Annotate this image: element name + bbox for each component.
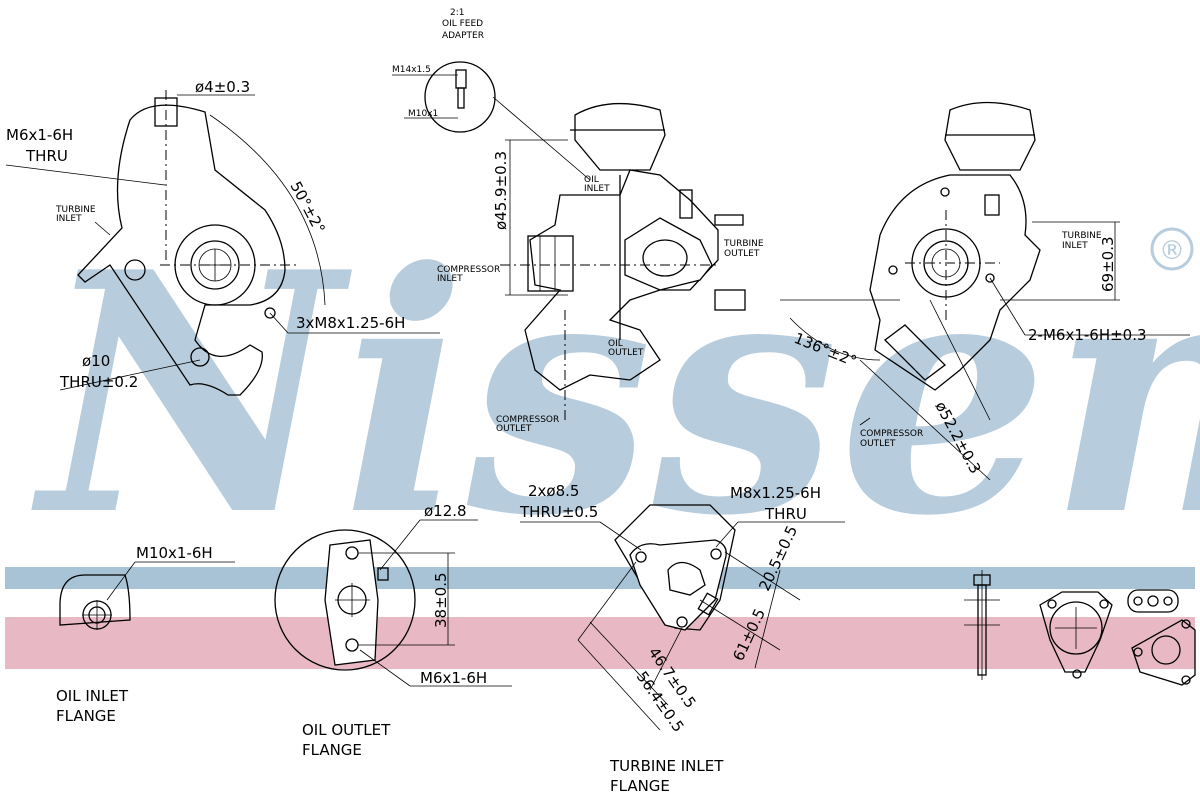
compressor-inlet-label-1: COMPRESSOR	[437, 265, 500, 275]
bolt-label: 3xM8x1.25-6H	[296, 314, 405, 332]
right-turbine-inlet-2: INLET	[1062, 241, 1088, 251]
oil-outlet-flange: ø12.8 38±0.5 M6x1-6H OIL OUTLET FLANGE	[274, 502, 512, 759]
oil-outlet-hole-label: ø12.8	[424, 502, 467, 520]
oil-inlet-label-1: OIL	[584, 175, 599, 185]
hole-bottom-label: ø10	[82, 352, 110, 370]
turbine-inlet-label-2: INLET	[56, 214, 82, 224]
oil-outlet-label-1: OIL	[608, 339, 623, 349]
bolt-part	[964, 570, 1000, 680]
turbine-flange-title-1: TURBINE INLET	[609, 757, 724, 775]
oil-outlet-dim-label: 38±0.5	[432, 572, 450, 628]
turbine-gasket	[1039, 591, 1113, 679]
compressor-inlet-label-2: INLET	[437, 274, 463, 284]
oil-outlet-thread-label: M6x1-6H	[420, 669, 487, 687]
oil-outlet-label-2: OUTLET	[608, 348, 644, 358]
turbine-holes-thru-label: THRU±0.5	[519, 503, 598, 521]
blue-band	[5, 567, 1195, 589]
thread-m10-label: M10x1	[408, 109, 438, 119]
oil-outlet-title-2: FLANGE	[302, 741, 362, 759]
turbine-holes-label: 2xø8.5	[528, 482, 579, 500]
right-thread-label: 2-M6x1-6H±0.3	[1028, 326, 1147, 344]
turbine-flange-title-2: FLANGE	[610, 777, 670, 795]
compressor-outlet-label-1: COMPRESSOR	[496, 415, 559, 425]
adapter-title-3: ADAPTER	[442, 31, 484, 41]
right-compressor-outlet-2: OUTLET	[860, 439, 896, 449]
oil-inlet-thread-label: M10x1-6H	[136, 544, 213, 562]
oil-inlet-flange: M10x1-6H OIL INLET FLANGE	[56, 544, 235, 725]
turbine-thread-thru-label: THRU	[764, 505, 807, 523]
oil-inlet-label-2: INLET	[584, 184, 610, 194]
hole-bottom-thru-label: THRU±0.2	[59, 373, 138, 391]
oil-inlet-title-2: FLANGE	[56, 707, 116, 725]
turbine-inlet-label-1: TURBINE	[55, 205, 96, 215]
compressor-outlet-label-2: OUTLET	[496, 424, 532, 434]
adapter-title-2: OIL FEED	[442, 19, 483, 29]
right-compressor-outlet-1: COMPRESSOR	[860, 429, 923, 439]
thread-label: M6x1-6H	[6, 126, 73, 144]
thread-thru-label: THRU	[25, 147, 68, 165]
oil-inlet-title-1: OIL INLET	[56, 687, 129, 705]
outlet-gasket	[1131, 619, 1196, 686]
center-dim-label: ø45.9±0.3	[492, 151, 510, 230]
oil-outlet-title-1: OIL OUTLET	[302, 721, 391, 739]
height-dim-label: 69±0.3	[1099, 236, 1117, 292]
turbine-outlet-label-1: TURBINE	[723, 239, 764, 249]
pink-band	[5, 617, 1195, 669]
adapter-detail-circle	[424, 61, 496, 133]
registered-mark: ®	[1159, 236, 1185, 266]
gasket-set	[964, 570, 1196, 686]
registered-mark-ring	[1150, 227, 1194, 271]
right-turbine-inlet-1: TURBINE	[1061, 231, 1102, 241]
thread-m14-label: M14x1.5	[392, 65, 431, 75]
small-gasket	[1127, 589, 1179, 613]
hole-dim-label: ø4±0.3	[195, 78, 250, 96]
turbine-outlet-label-2: OUTLET	[724, 249, 760, 259]
brand-watermark: Nissens	[30, 200, 1200, 588]
center-turbo-view: 2:1 OIL FEED ADAPTER M14x1.5 M10x1 ø45.9…	[392, 8, 764, 434]
turbine-thread-label: M8x1.25-6H	[730, 484, 821, 502]
adapter-title-1: 2:1	[450, 8, 464, 18]
